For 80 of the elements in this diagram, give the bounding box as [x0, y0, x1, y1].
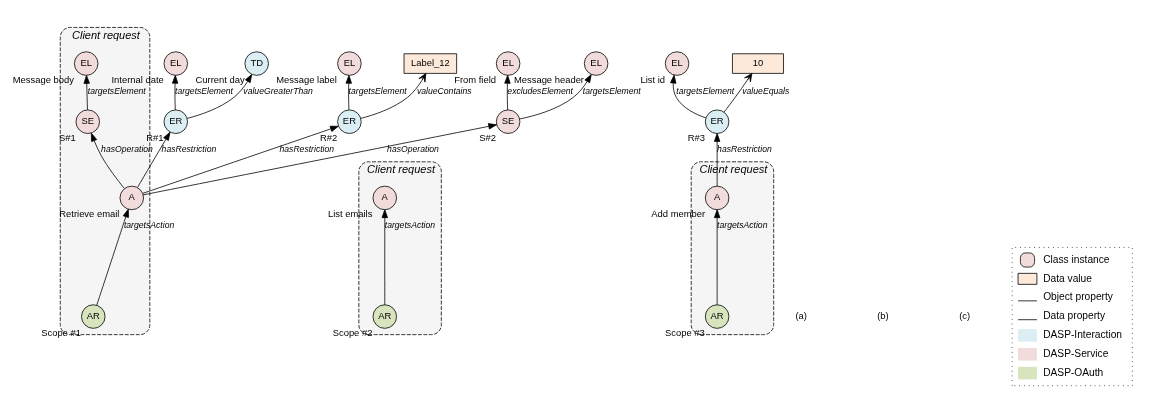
- legend-label: Data value: [1043, 272, 1092, 284]
- arrow: [83, 74, 90, 110]
- arrow: [713, 132, 721, 187]
- legend-label: DASP-Interaction: [1043, 328, 1123, 340]
- arrow: [142, 125, 339, 194]
- arrow: [186, 73, 253, 119]
- legend-label: Object property: [1043, 290, 1113, 302]
- edge-label: hasOperation: [387, 143, 439, 154]
- arrow: [381, 208, 388, 305]
- arrow: [345, 74, 352, 110]
- edge-label: valueContains: [416, 85, 472, 96]
- node-circle: A: [372, 185, 397, 210]
- node-circle: A: [704, 185, 730, 210]
- edge-label: targetsElement: [348, 85, 407, 96]
- edge-label: hasRestriction: [161, 143, 217, 154]
- label: (a): [795, 309, 807, 321]
- label: (c): [959, 309, 971, 321]
- node-label: From field: [454, 73, 497, 85]
- edge-label: targetsAction: [717, 219, 768, 230]
- arrow: [142, 122, 497, 195]
- legend-label: Data property: [1043, 309, 1106, 321]
- edge-label: valueGreaterThan: [243, 85, 313, 96]
- node-label: S#1: [58, 131, 76, 143]
- node-circle: EL: [495, 50, 521, 76]
- node-circle: SE: [495, 109, 521, 134]
- node-label: S#2: [479, 131, 497, 143]
- node-circle: TD: [244, 50, 269, 76]
- node-circle: ER: [163, 109, 188, 134]
- arrow: [504, 74, 511, 110]
- edge-label: hasRestriction: [717, 143, 772, 154]
- edge-label: targetsElement: [87, 85, 146, 96]
- edge-label: targetsElement: [582, 85, 641, 96]
- edge-label: targetsElement: [174, 85, 233, 96]
- node-circle: EL: [74, 50, 99, 76]
- node-label: Internal date: [111, 73, 164, 85]
- arrow: [713, 208, 721, 305]
- label: (b): [877, 309, 889, 321]
- arrow: [670, 74, 707, 118]
- arrow: [137, 131, 171, 188]
- node-label: Retrieve email: [59, 207, 120, 219]
- node-label: Message header: [513, 73, 585, 85]
- edge-label: hasRestriction: [279, 143, 335, 154]
- edge-label: excludesElement: [507, 85, 574, 96]
- legend-label: DASP-Service: [1043, 347, 1109, 359]
- node-label: Current day: [195, 73, 245, 85]
- node-circle: SE: [75, 109, 100, 134]
- node-label: R#1: [146, 131, 164, 143]
- node-circle: AR: [81, 303, 106, 329]
- node-circle: AR: [704, 303, 730, 329]
- node-circle: EL: [583, 50, 609, 76]
- edge-label: targetsAction: [384, 219, 436, 230]
- node-label: Message body: [12, 73, 74, 85]
- node-circle: EL: [163, 50, 188, 76]
- edge-label: targetsElement: [676, 85, 735, 96]
- node-circle: EL: [337, 50, 362, 76]
- node-label: Add member: [651, 207, 706, 219]
- node-label: Message label: [276, 73, 337, 85]
- node-circle: ER: [337, 109, 362, 134]
- arrow: [723, 72, 753, 112]
- legend-label: Class instance: [1043, 253, 1110, 265]
- arrow: [171, 74, 179, 110]
- node-label: Scope #3: [665, 326, 705, 338]
- edge-label: hasOperation: [101, 143, 153, 154]
- node-label: R#2: [319, 131, 338, 143]
- arrow: [96, 208, 129, 306]
- node-label: R#3: [687, 131, 705, 143]
- edge-label: valueEquals: [742, 85, 790, 96]
- node-circle: EL: [664, 50, 690, 76]
- node-circle: AR: [372, 303, 397, 329]
- edge-label: targetsAction: [123, 219, 175, 230]
- node-circle: A: [119, 185, 144, 210]
- arrow: [519, 73, 592, 119]
- node-box: 10: [732, 52, 784, 74]
- node-circle: ER: [704, 109, 730, 134]
- node-box: Label_12: [403, 52, 458, 74]
- node-label: List emails: [327, 207, 373, 219]
- arrow: [360, 72, 427, 119]
- arrow: [90, 132, 125, 189]
- legend-label: DASP-OAuth: [1043, 366, 1104, 378]
- node-label: List id: [640, 73, 665, 85]
